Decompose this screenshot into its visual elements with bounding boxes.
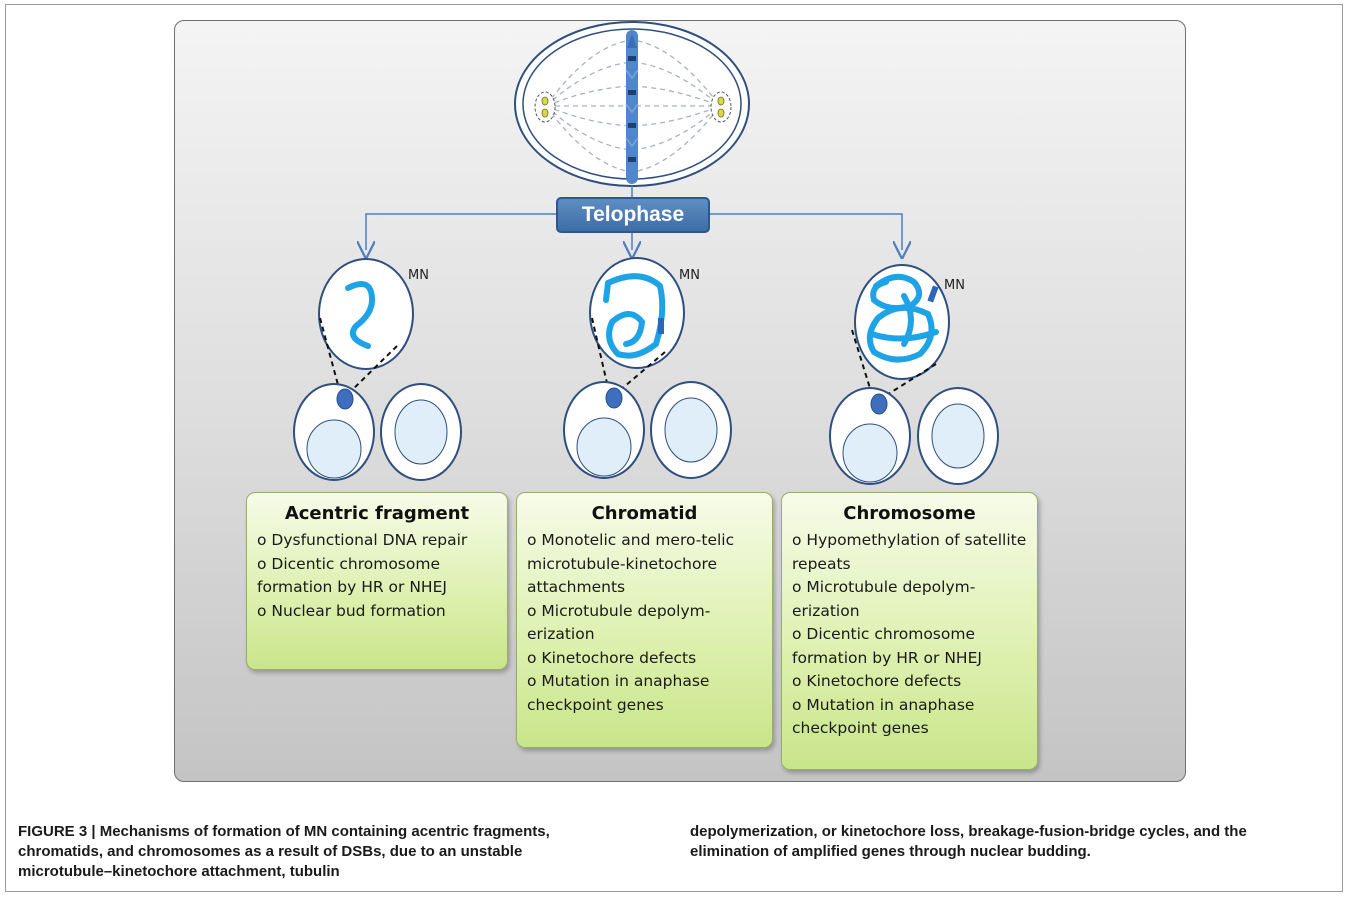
- figure-caption-left: FIGURE 3 | Mechanisms of formation of MN…: [18, 823, 550, 880]
- chromatid-title: Chromatid: [591, 503, 698, 524]
- chromatid-item: o Mutation in anaphase checkpoint genes: [527, 672, 710, 714]
- figure-caption-right: depolymerization, or kinetochore loss, b…: [690, 823, 1247, 860]
- chromosome-item: o Hypomethylation of satellite repeats: [792, 531, 1027, 573]
- chromosome-item: o Dicentic chromosome formation by HR or…: [792, 625, 982, 667]
- telophase-label: Telophase: [556, 197, 710, 233]
- acentric-item: o Dicentic chromosome formation by HR or…: [257, 554, 447, 597]
- daughter-cell: [917, 387, 999, 485]
- daughter-cell-with-mn: [829, 387, 911, 485]
- daughter-cell-with-mn: [293, 383, 375, 481]
- centrosome-left: [534, 91, 556, 123]
- metaphase-chromosomes: [625, 30, 639, 184]
- mn-label-chromatid: MN: [679, 268, 700, 283]
- mn-label-chromosome: MN: [944, 278, 965, 293]
- chromosome-title: Chromosome: [843, 503, 976, 524]
- chromatid-illustration: [563, 257, 732, 479]
- chromosome-box: Chromosome o Hypomethylation of satellit…: [781, 492, 1038, 770]
- daughter-cell-with-mn: [563, 381, 645, 479]
- centrosome-right: [710, 91, 732, 123]
- chromatid-item: o Kinetochore defects: [527, 648, 697, 667]
- acentric-fragment-box: Acentric fragment o Dysfunctional DNA re…: [246, 492, 508, 670]
- chromatid-item: o Monotelic and mero-telic microtubule-k…: [527, 531, 735, 596]
- daughter-cell: [650, 381, 732, 479]
- telophase-connectors: [366, 186, 902, 250]
- acentric-item: o Nuclear bud formation: [257, 601, 446, 620]
- chromosome-item: o Microtubule depolym- erization: [792, 578, 976, 620]
- chromatid-item: o Microtubule depolym- erization: [527, 601, 711, 644]
- chromosome-item: o Kinetochore defects: [792, 672, 962, 690]
- acentric-item: o Dysfunctional DNA repair: [257, 531, 468, 549]
- chromatid-box: Chromatid o Monotelic and mero-telic mic…: [516, 492, 773, 748]
- mitotic-cell: [514, 21, 750, 187]
- chromosome-item: o Mutation in anaphase checkpoint genes: [792, 695, 975, 738]
- daughter-cell: [380, 383, 462, 481]
- chromosome-illustration: [829, 264, 999, 485]
- acentric-illustration: [293, 258, 462, 481]
- acentric-fragment-title: Acentric fragment: [284, 503, 470, 524]
- mn-label-acentric: MN: [408, 268, 429, 283]
